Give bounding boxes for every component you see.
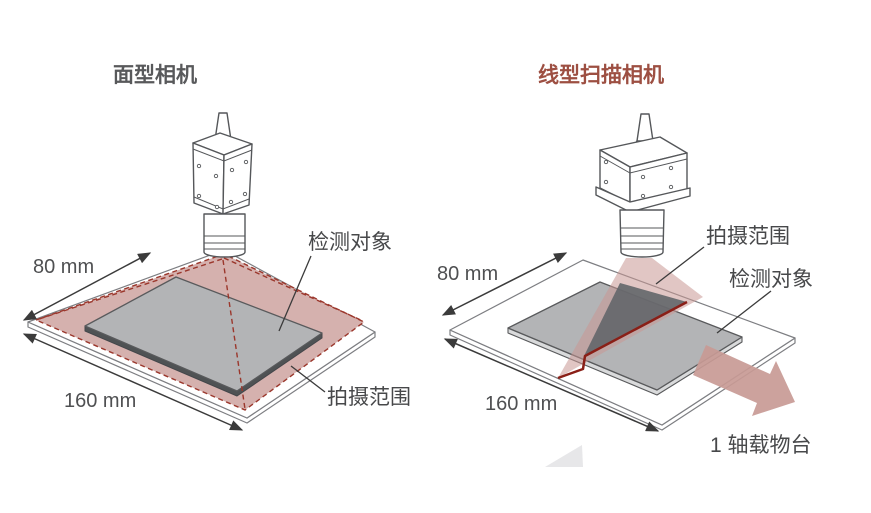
camera-screw: [242, 191, 248, 197]
camera-lens: [203, 213, 246, 258]
camera-body-bottom-rim: [193, 196, 250, 210]
camera-lens: [619, 209, 665, 258]
range-leader-line: [290, 365, 326, 393]
area-camera-diagram: 面型相机 80 mm 160 mm 检测对象 拍摄范围: [22, 63, 411, 431]
dimension-arrow-160mm: [443, 338, 660, 432]
deco-triangle: [545, 445, 583, 467]
dimension-arrow-80mm: [22, 252, 152, 321]
dim-label-160mm: 160 mm: [64, 390, 136, 412]
object-leader-line: [716, 290, 772, 334]
area-camera: [192, 112, 253, 258]
camera-body-flange: [595, 186, 691, 213]
camera-screw: [603, 179, 609, 185]
camera-screw: [640, 193, 646, 199]
scan-beam-shadow: [584, 283, 687, 356]
range-label: 拍摄范围: [327, 386, 411, 409]
dim-label-80mm: 80 mm: [437, 263, 498, 285]
stage-label: 1 轴载物台: [710, 434, 812, 457]
range-label: 拍摄范围: [706, 225, 790, 248]
camera-body-rim: [192, 148, 253, 162]
range-leader-line: [655, 246, 705, 285]
motion-arrow: [693, 345, 795, 416]
camera-screw: [228, 199, 234, 205]
camera-screw: [229, 167, 235, 173]
camera-screw: [196, 163, 202, 169]
object-label: 检测对象: [308, 231, 392, 254]
line-camera: [595, 113, 691, 258]
area-camera-title: 面型相机: [113, 63, 197, 87]
dimension-arrow-80mm: [441, 252, 568, 316]
camera-screw: [603, 159, 609, 165]
camera-screw: [640, 174, 646, 180]
line-camera-diagram: 线型扫描相机 80 mm 160 mm 拍摄范围 检测对象 1 轴载物台: [437, 63, 813, 457]
camera-screw: [668, 165, 674, 171]
dim-label-160mm: 160 mm: [485, 393, 557, 415]
camera-body-rim: [599, 155, 688, 174]
camera-screw: [196, 193, 202, 199]
object-label: 检测对象: [729, 268, 813, 291]
dim-label-80mm: 80 mm: [33, 256, 94, 278]
camera-connector-cone: [636, 113, 654, 142]
camera-screw: [243, 159, 249, 165]
line-camera-title: 线型扫描相机: [538, 63, 664, 87]
camera-screw: [213, 173, 219, 179]
dimension-arrow-160mm: [22, 333, 244, 431]
object-leader-line: [278, 255, 312, 332]
camera-screw: [668, 184, 674, 190]
camera-screw: [214, 204, 220, 210]
